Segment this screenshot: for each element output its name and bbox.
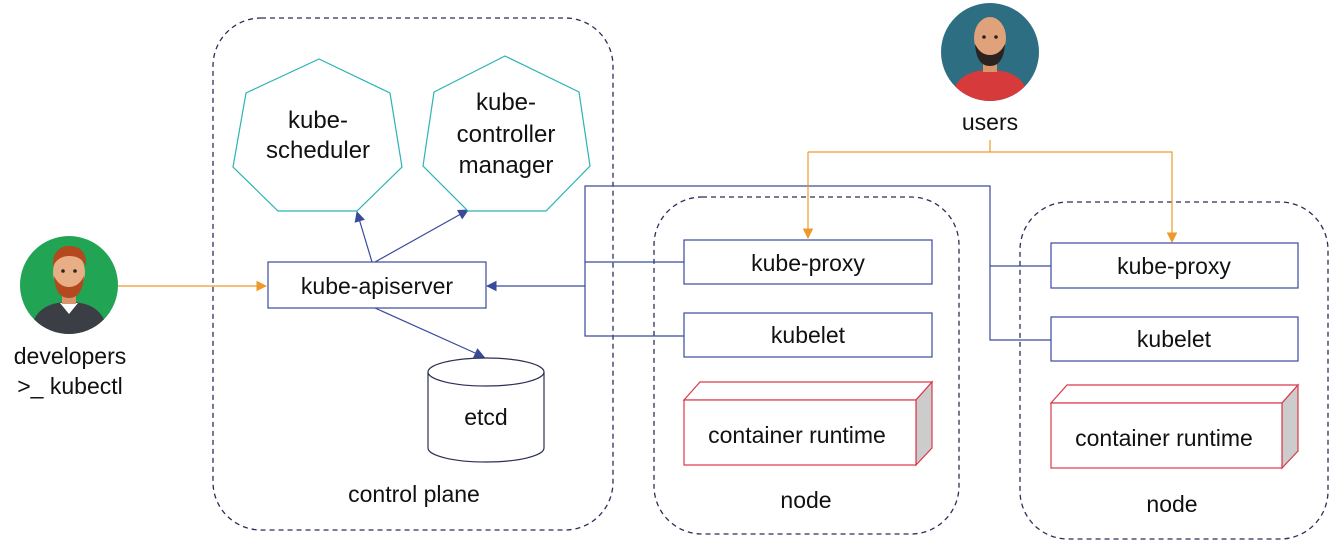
apiserver-to-controller-arrow bbox=[374, 209, 469, 263]
node-2: kube-proxy kubelet container runtime nod… bbox=[1049, 242, 1300, 517]
node-1-runtime-top-face bbox=[682, 381, 934, 401]
etcd-cylinder-body bbox=[427, 372, 545, 463]
node-1-container-runtime-label: container runtime bbox=[708, 422, 886, 448]
node-2-runtime-front-face bbox=[1050, 402, 1283, 469]
etcd-database: etcd bbox=[427, 357, 545, 463]
apiserver-to-scheduler-arrow bbox=[354, 210, 373, 263]
node-1: kube-proxy kubelet container runtime nod… bbox=[682, 239, 934, 513]
node-1-kube-proxy-label: kube-proxy bbox=[751, 250, 865, 276]
kube-controller-manager: kube- controller manager bbox=[422, 55, 591, 212]
kube-controller-manager-label-line-2: controller bbox=[457, 121, 556, 148]
node-1-kubelet-box bbox=[683, 312, 933, 358]
node-2-kube-proxy-box bbox=[1050, 242, 1299, 289]
developers-label: developers bbox=[14, 343, 127, 369]
node-2-runtime-top-face bbox=[1049, 384, 1300, 404]
users-to-proxy-2-arrow bbox=[990, 151, 1178, 244]
kube-apiserver: kube-apiserver bbox=[267, 261, 487, 309]
node-1-bus-line bbox=[584, 261, 684, 337]
developers-avatar-icon: developers >_ kubectl bbox=[14, 236, 127, 399]
kube-apiserver-box bbox=[267, 261, 487, 309]
kube-controller-manager-heptagon bbox=[422, 55, 591, 212]
node-1-container-runtime: container runtime bbox=[682, 380, 934, 467]
kube-controller-manager-label-line-3: manager bbox=[459, 152, 554, 179]
control-plane-boundary bbox=[212, 17, 614, 531]
kube-scheduler: kube- scheduler bbox=[232, 58, 403, 212]
kube-controller-manager-label-line-1: kube- bbox=[476, 89, 536, 116]
node-1-kube-proxy-box bbox=[683, 239, 933, 285]
users-avatar-icon: users bbox=[941, 3, 1039, 135]
node-2-container-runtime: container runtime bbox=[1049, 383, 1300, 470]
kube-scheduler-label-line-1: kube- bbox=[288, 107, 348, 134]
node-2-bus-line bbox=[584, 185, 1051, 341]
kube-scheduler-heptagon bbox=[232, 58, 403, 212]
etcd-label: etcd bbox=[464, 404, 507, 430]
control-plane-label: control plane bbox=[348, 481, 480, 507]
users-label: users bbox=[962, 109, 1018, 135]
node-1-runtime-front-face bbox=[683, 399, 917, 466]
node-2-label: node bbox=[1146, 491, 1197, 517]
node-2-container-runtime-label: container runtime bbox=[1075, 425, 1253, 451]
apiserver-to-etcd-arrow bbox=[374, 307, 485, 358]
users-fanout-line bbox=[808, 140, 991, 153]
node-2-kubelet-label: kubelet bbox=[1137, 326, 1212, 352]
node-2-kubelet-box bbox=[1050, 316, 1299, 362]
kube-apiserver-label: kube-apiserver bbox=[301, 273, 453, 299]
kube-scheduler-label-line-2: scheduler bbox=[266, 137, 370, 164]
node-2-kube-proxy-label: kube-proxy bbox=[1117, 253, 1231, 279]
node-1-kubelet-label: kubelet bbox=[771, 322, 846, 348]
node-1-label: node bbox=[780, 487, 831, 513]
etcd-cylinder-top bbox=[427, 357, 545, 387]
node-2-boundary bbox=[1019, 201, 1329, 540]
node-1-boundary bbox=[653, 196, 960, 535]
kubectl-label: >_ kubectl bbox=[17, 373, 123, 399]
